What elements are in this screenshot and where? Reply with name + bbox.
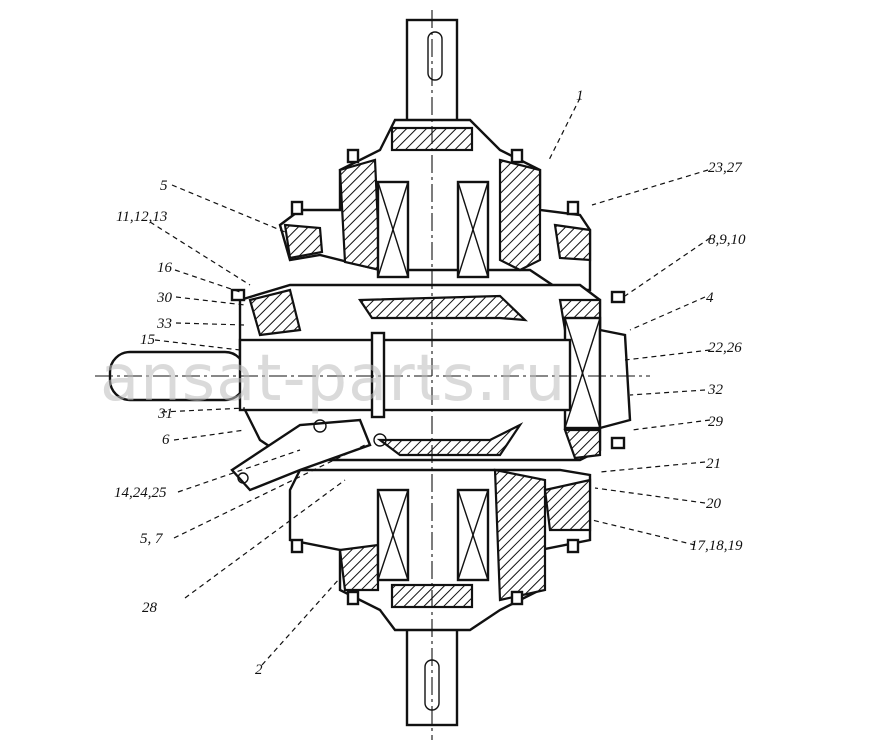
- bolts: [230, 148, 626, 606]
- label-1: 1: [576, 88, 584, 104]
- label-32: 32: [707, 382, 724, 398]
- shift-lever: [230, 418, 387, 492]
- label-31: 31: [157, 406, 173, 422]
- label-30: 30: [156, 290, 173, 306]
- label-4: 4: [706, 290, 714, 306]
- bevel-gear-bottom: [376, 422, 524, 457]
- label-5-7: 5, 7: [140, 531, 164, 547]
- label-21: 21: [706, 456, 721, 472]
- label-23-27: 23,27: [708, 160, 743, 176]
- label-29: 29: [708, 414, 724, 430]
- bottom-bearing-housing: [288, 468, 592, 632]
- label-28: 28: [142, 600, 158, 616]
- label-33: 33: [156, 316, 172, 332]
- label-20: 20: [706, 496, 722, 512]
- label-8-9-10: 8,9,10: [708, 232, 746, 248]
- top-bearing-housing: [278, 118, 592, 292]
- bevel-gear-top: [357, 294, 528, 322]
- input-shaft: [108, 331, 572, 419]
- label-5: 5: [160, 178, 168, 194]
- label-6: 6: [162, 432, 170, 448]
- label-2: 2: [255, 662, 263, 678]
- label-22-26: 22,26: [708, 340, 742, 356]
- leader-lines: [149, 97, 711, 666]
- part-labels: 1 23,27 5 11,12,13 8,9,10 16 30 4 33 15 …: [114, 88, 746, 678]
- label-15: 15: [140, 332, 156, 348]
- label-17-18-19: 17,18,19: [690, 538, 743, 554]
- label-16: 16: [157, 260, 173, 276]
- watermark: ansat-parts.ru: [100, 342, 566, 416]
- label-11-12-13: 11,12,13: [116, 209, 167, 225]
- label-14-24-25: 14,24,25: [114, 485, 167, 501]
